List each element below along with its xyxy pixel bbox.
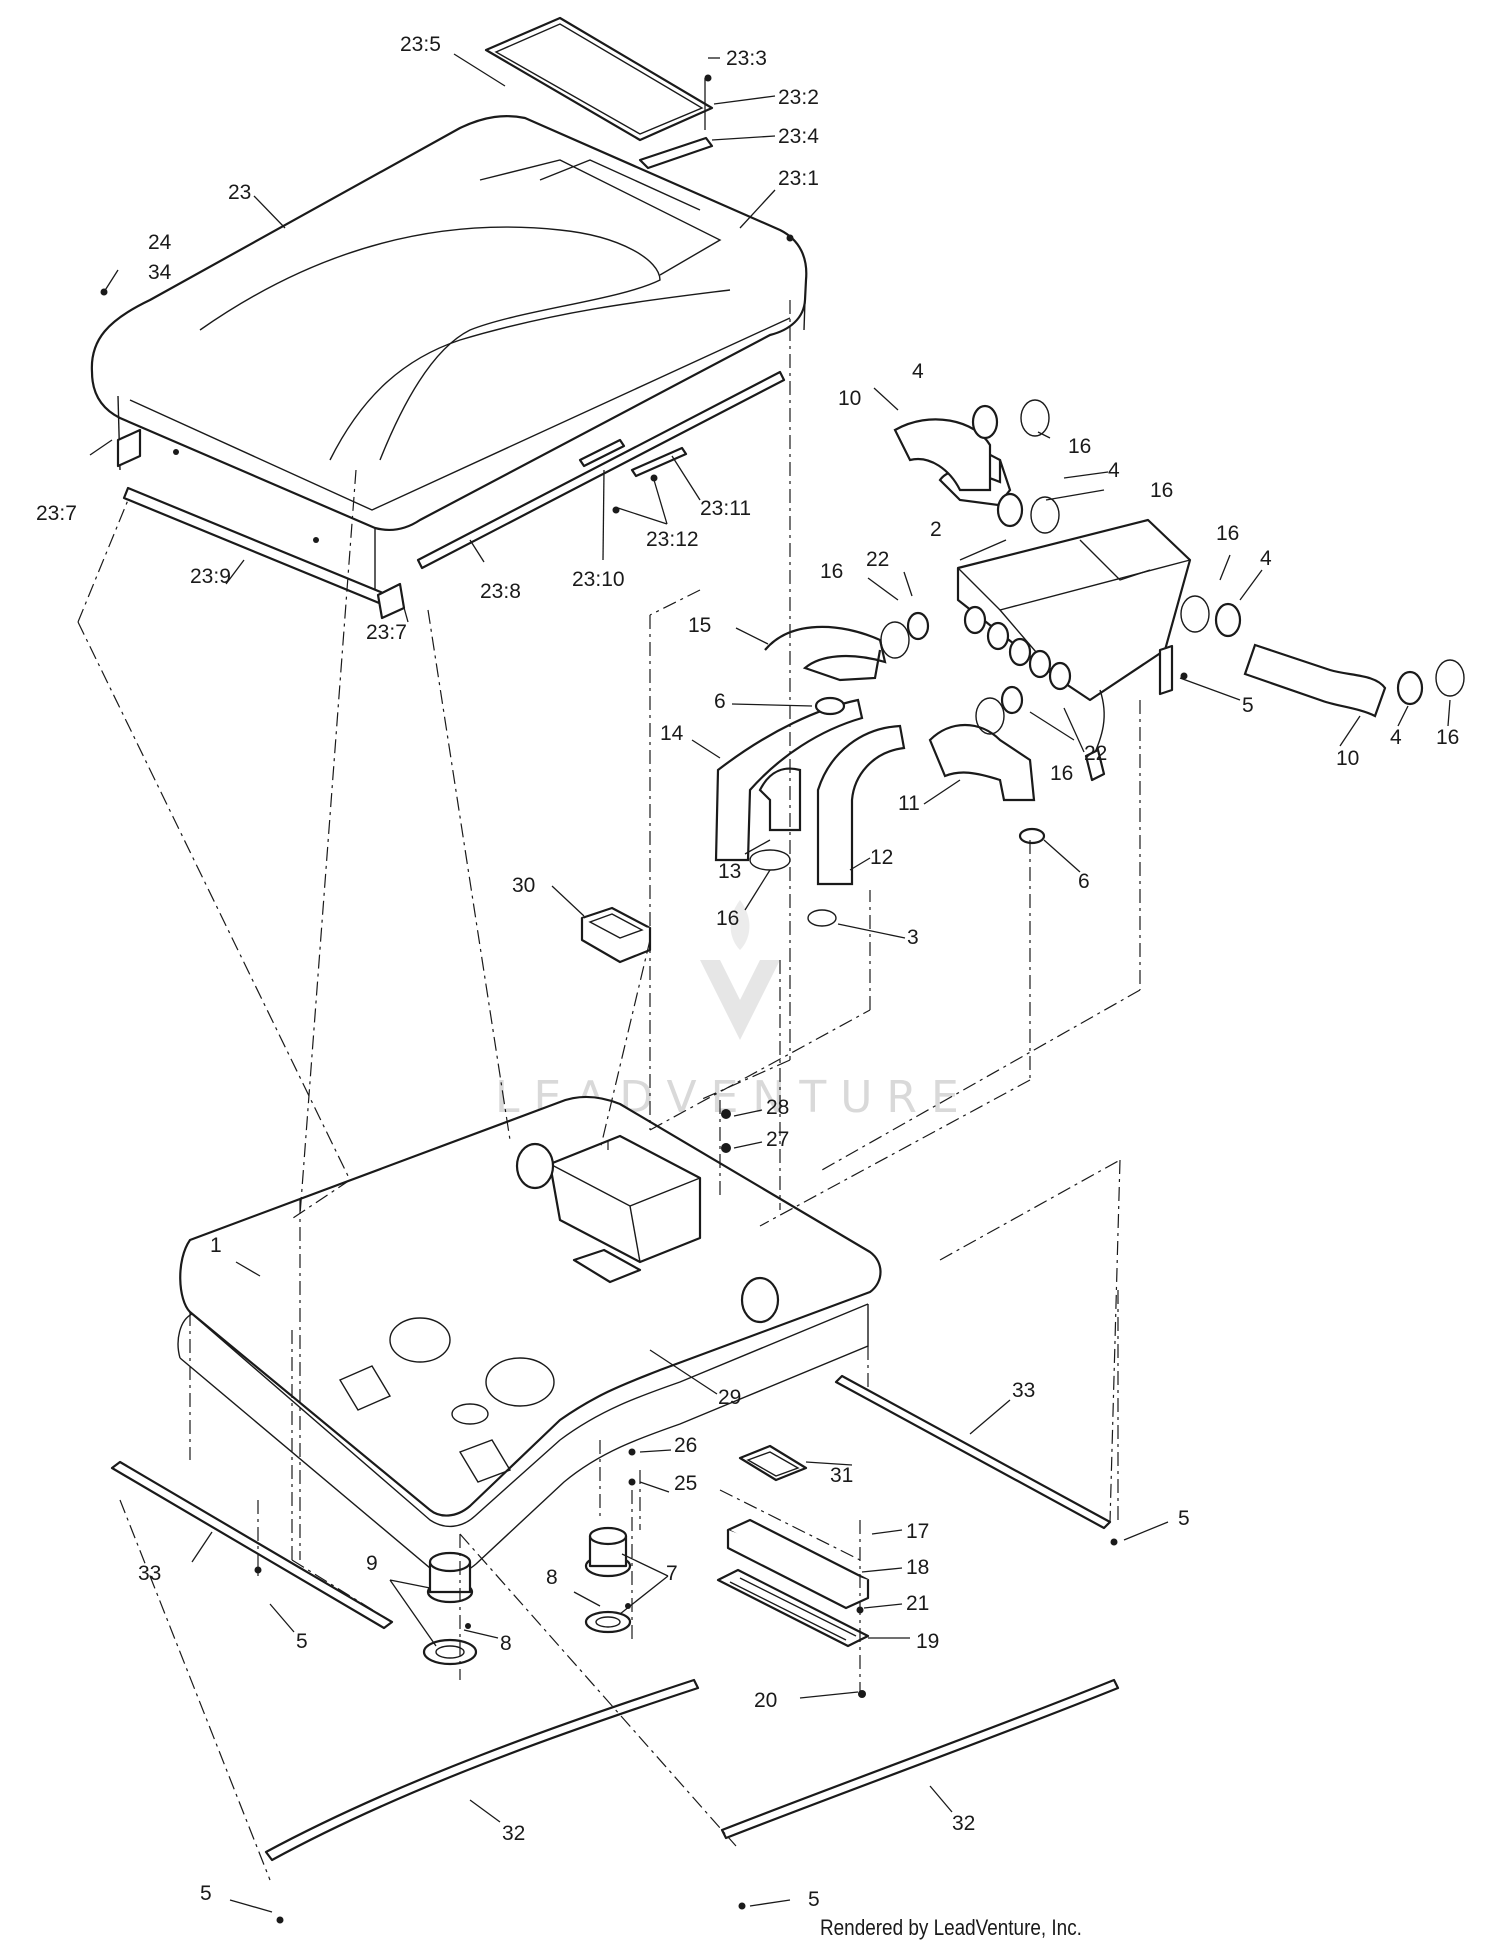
callout-23-10: 23:10 [572, 568, 625, 591]
callout-23-12: 23:12 [646, 528, 699, 551]
callout-14: 14 [660, 722, 684, 745]
callout-20: 20 [754, 1689, 777, 1712]
callout-5-right: 5 [1178, 1507, 1190, 1530]
callout-23: 23 [228, 181, 251, 204]
callout-4-far-right: 4 [1390, 726, 1402, 749]
hose-15 [764, 625, 887, 682]
callout-5-bottom-left: 5 [200, 1882, 212, 1905]
hose-14 [714, 698, 864, 862]
callout-6-lower: 6 [1078, 870, 1090, 893]
callout-16-right: 16 [1216, 522, 1239, 545]
callout-32-left: 32 [502, 1822, 525, 1845]
callout-2: 2 [930, 518, 942, 541]
callout-5-bottom-right: 5 [808, 1888, 820, 1911]
callout-16-upper: 16 [1068, 435, 1091, 458]
vent-caps-9-7 [422, 1526, 632, 1666]
callout-23-7-bottom: 23:7 [366, 621, 407, 644]
callout-28: 28 [766, 1096, 789, 1119]
callout-29: 29 [718, 1386, 741, 1409]
callout-4-upper: 4 [912, 360, 924, 383]
callout-33-right: 33 [1012, 1379, 1035, 1402]
callout-32-right: 32 [952, 1812, 975, 1835]
callout-23-3: 23:3 [726, 47, 767, 70]
callout-34: 34 [148, 261, 172, 284]
callout-31: 31 [830, 1464, 853, 1487]
callout-19: 19 [916, 1630, 939, 1653]
hose-10-upper [893, 418, 1012, 507]
hose-12 [816, 724, 906, 886]
duct-adapter-30 [580, 906, 652, 964]
callout-9: 9 [366, 1552, 378, 1575]
callout-16-far-right: 16 [1436, 726, 1459, 749]
callout-8-right: 8 [546, 1566, 558, 1589]
watermark: LEADVENTURE [495, 900, 959, 1123]
hose-13 [758, 767, 802, 832]
callout-5-heater: 5 [1242, 694, 1254, 717]
callout-16-bottom: 16 [716, 907, 739, 930]
hose-10-right [1243, 643, 1387, 718]
callout-16-lower: 16 [1050, 762, 1073, 785]
callout-5-left: 5 [296, 1630, 308, 1653]
callout-16-mid: 16 [1150, 479, 1173, 502]
callout-21: 21 [906, 1592, 929, 1615]
callout-23-11: 23:11 [700, 497, 751, 520]
access-plate-23-2 [484, 16, 714, 170]
leader-lines [89, 53, 1451, 1913]
hose-11 [928, 723, 1036, 802]
callout-12: 12 [870, 846, 893, 869]
clamps [749, 399, 1465, 927]
render-credit: Rendered by LeadVenture, Inc. [820, 1915, 1082, 1940]
callout-24: 24 [148, 231, 172, 254]
callout-17: 17 [906, 1520, 929, 1543]
callout-23-8: 23:8 [480, 580, 521, 603]
vent-18-19 [716, 1518, 870, 1648]
callout-4-mid: 4 [1108, 459, 1120, 482]
roof-liner-1 [177, 1095, 882, 1575]
heater-unit-2 [956, 518, 1192, 782]
callout-22-upper: 22 [866, 548, 889, 571]
callout-15: 15 [688, 614, 711, 637]
callout-25: 25 [674, 1472, 697, 1495]
callout-3: 3 [907, 926, 919, 949]
callout-10-upper: 10 [838, 387, 861, 410]
callout-11: 11 [898, 792, 920, 815]
callout-23-5: 23:5 [400, 33, 441, 56]
callout-23-1: 23:1 [778, 167, 819, 190]
callout-labels: 23:5 23:3 23:2 23:4 23:1 23 24 34 23:7 2… [36, 33, 1459, 1911]
callout-30: 30 [512, 874, 535, 897]
callout-18: 18 [906, 1556, 929, 1579]
callout-1: 1 [210, 1234, 222, 1257]
callout-22-lower: 22 [1084, 742, 1107, 765]
trim-strips [110, 1374, 1120, 1862]
callout-6-upper: 6 [714, 690, 726, 713]
fasteners [100, 74, 1188, 1924]
callout-8-left: 8 [500, 1632, 512, 1655]
callout-13: 13 [718, 860, 741, 883]
roof-strips [116, 370, 786, 620]
callout-10-right: 10 [1336, 747, 1359, 770]
callout-16-left: 16 [820, 560, 843, 583]
callout-23-9: 23:9 [190, 565, 231, 588]
callout-27: 27 [766, 1128, 789, 1151]
callout-23-7-left: 23:7 [36, 502, 77, 525]
callout-23-4: 23:4 [778, 125, 819, 148]
callout-4-right: 4 [1260, 547, 1272, 570]
callout-33-left: 33 [138, 1562, 161, 1585]
callout-26: 26 [674, 1434, 697, 1457]
callout-23-2: 23:2 [778, 86, 819, 109]
roof-cover-23 [90, 115, 808, 600]
grille-31 [738, 1444, 808, 1482]
hidden-lines [77, 300, 1141, 1881]
callout-7: 7 [666, 1562, 678, 1585]
